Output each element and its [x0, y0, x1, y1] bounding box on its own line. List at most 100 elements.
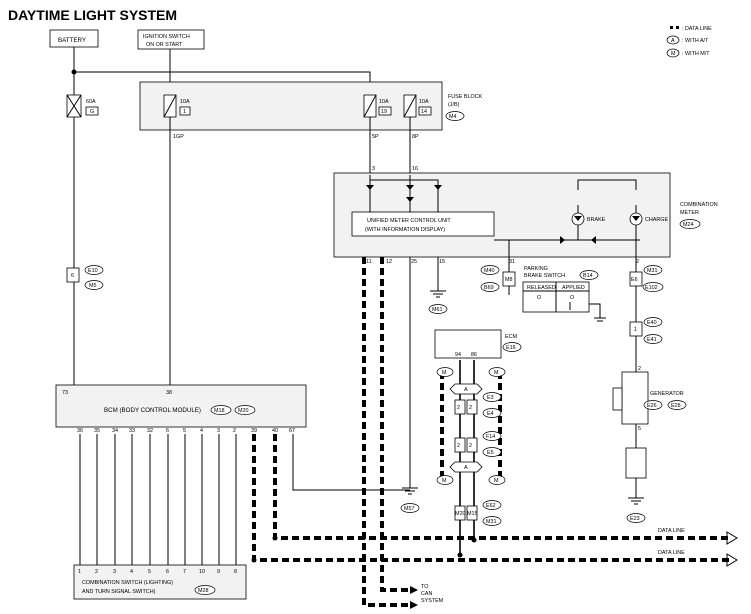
conn-badge [643, 334, 663, 344]
connector-e4: E4 [487, 411, 494, 417]
switch-label-1: COMBINATION SWITCH (LIGHTING) [82, 580, 173, 586]
junction-dot [457, 552, 463, 558]
legend-dataline-swatch [670, 26, 673, 29]
switch-pin: 2 [95, 569, 98, 575]
connector-m40: M40 [484, 268, 495, 274]
junction-dot [471, 537, 477, 543]
mt-badge [436, 475, 454, 485]
ground-icon [430, 290, 446, 298]
connector-5a: 2 [457, 443, 460, 449]
bcm-pin: 2 [233, 428, 236, 434]
switch-pin: 5 [148, 569, 151, 575]
fuse-block-conn: M4 [449, 114, 457, 120]
connector-m15: M15 [467, 511, 478, 517]
generator-pin-5: 5 [638, 426, 641, 432]
can-label-3: SYSTEM [421, 598, 444, 604]
bcm-conn-badge [210, 405, 232, 415]
bcm-pin: 6 [166, 428, 169, 434]
legend-mt-badge [666, 48, 680, 58]
connector-box [466, 437, 478, 453]
conn-badge [482, 392, 502, 402]
bcm-pin: 5 [183, 428, 186, 434]
fuse3-num-box [418, 106, 432, 116]
ecm-label: ECM [505, 334, 517, 340]
bcm-pin: 67 [289, 428, 295, 434]
connector-e5: E5 [487, 450, 494, 456]
ground-m57: M57 [404, 506, 415, 512]
fuse3-num: 14 [421, 109, 427, 115]
conn-badge [482, 431, 502, 441]
data-line-2 [273, 434, 730, 540]
parking-val-released: O [537, 295, 541, 301]
connector-2b: 2 [469, 405, 472, 411]
fuse1-amp: 10A [180, 99, 190, 105]
connector-box [454, 437, 466, 453]
legend-dataline-swatch2 [676, 26, 679, 29]
connector-box [502, 271, 516, 287]
generator-icon [612, 387, 623, 411]
fuse2-num-box [378, 106, 392, 116]
page-title: DAYTIME LIGHT SYSTEM [8, 7, 177, 23]
bcm-switch-wires [79, 434, 237, 565]
ecm-pin-86: 86 [471, 352, 477, 358]
connector-m31b: M31 [486, 519, 497, 525]
connector-box [454, 399, 466, 415]
generator-label: GENERATOR [650, 391, 684, 397]
arrow-icon [726, 531, 738, 567]
meter-pin-11: 11 [366, 259, 372, 265]
ignition-label-2: ON OR START [146, 42, 183, 48]
switch-pin: 4 [130, 569, 133, 575]
ecm-m-4: M [494, 478, 499, 484]
fuse2-amp: 10A [379, 99, 389, 105]
conn-badge [84, 265, 104, 275]
conn-badge [643, 265, 663, 275]
connector-e40: E40 [647, 320, 657, 326]
ground-m61: M61 [432, 307, 443, 313]
connector-2a: 2 [457, 405, 460, 411]
connector-e10: E10 [88, 268, 98, 274]
ignition-switch-box [137, 29, 205, 50]
legend-at-badge [666, 35, 680, 45]
fuse1-num-box [179, 106, 191, 116]
ground-badge [428, 304, 448, 314]
parking-val-applied: O [570, 295, 574, 301]
table-grid [523, 282, 589, 312]
switch-pin: 1 [78, 569, 81, 575]
meter-internal-wires [369, 175, 439, 212]
switch-pin: 3 [113, 569, 116, 575]
ecm-box [434, 329, 502, 359]
meter-can-lines [362, 257, 410, 607]
battery-label: BATTERY [58, 37, 86, 44]
meter-pin-2: 2 [636, 259, 639, 265]
bcm-pin: 3 [217, 428, 220, 434]
switch-conn-badge [194, 585, 216, 595]
junction-dot [251, 557, 257, 563]
switch-conn: M28 [198, 588, 209, 594]
fusible-link-icon [66, 94, 82, 118]
generator-regulator [625, 447, 647, 479]
at-badge [449, 461, 483, 473]
switch-pin: 6 [166, 569, 169, 575]
mt-badge [436, 367, 454, 377]
at-badge [449, 383, 483, 395]
fuse-60a-num: G [90, 109, 94, 115]
wire-67 [292, 434, 410, 491]
junction-dot [71, 69, 77, 75]
meter-pin-12: 12 [386, 259, 392, 265]
conn-badge [642, 282, 664, 292]
bcm-pin: 34 [112, 428, 118, 434]
diode-icon [574, 216, 582, 221]
switch-pin: 9 [217, 569, 220, 575]
mt-badge [488, 367, 506, 377]
unit-label-2: (WITH INFORMATION DISPLAY) [365, 227, 445, 233]
meter-pin-16: 16 [412, 166, 418, 172]
parking-conn-badge [579, 270, 599, 280]
fuse-60a-num-box [85, 106, 99, 116]
meter-conn-badge [679, 219, 701, 229]
connector-box [629, 271, 643, 287]
generator-conn-badge [667, 400, 687, 410]
bcm-conn-badge [234, 405, 256, 415]
switch-pin-labels: 1 2 3 4 5 6 7 10 9 8 [78, 569, 237, 575]
junction-dot [272, 535, 278, 541]
